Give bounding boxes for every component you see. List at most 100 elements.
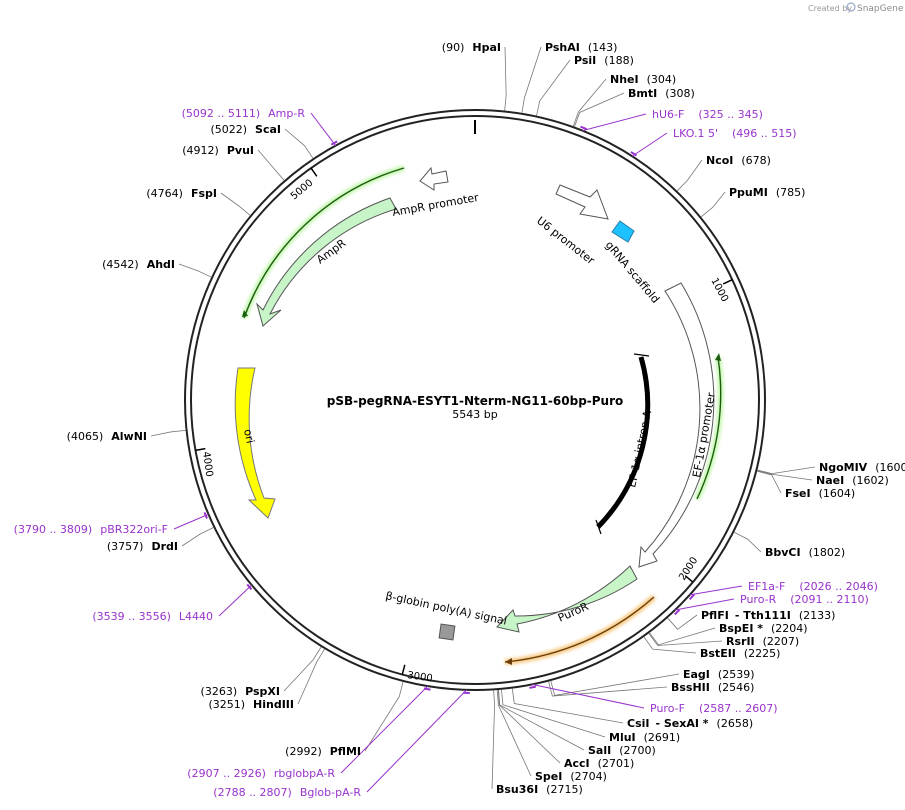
primer-label-10[interactable]: (5092 .. 5111)Amp-R — [182, 107, 306, 120]
primer-label-9[interactable]: (3790 .. 3809)pBR322ori-F — [14, 523, 168, 536]
site-label-21[interactable]: AccI(2701) — [564, 757, 634, 770]
site-label-7[interactable]: PpuMI(785) — [729, 186, 805, 199]
primer-label-4[interactable]: Puro-R(2091 .. 2110) — [740, 593, 869, 606]
site-label-32[interactable]: (5022)ScaI — [210, 123, 281, 136]
site-name: HindIII — [253, 698, 294, 711]
site-name: NaeI — [816, 474, 844, 487]
site-label-12[interactable]: PflFI- Tth111I(2133) — [701, 609, 835, 622]
site-label-11[interactable]: BbvCI(1802) — [765, 546, 845, 559]
site-label-16[interactable]: EagI(2539) — [683, 668, 754, 681]
site-position: (2715) — [546, 783, 583, 796]
site-name: BspEI * — [719, 622, 763, 635]
primer-name: Puro-R — [740, 593, 777, 606]
site-leader-17 — [548, 681, 668, 697]
site-name: ScaI — [255, 123, 281, 136]
site-leader-6 — [676, 159, 703, 192]
feature-ef1a-intron-end-cap — [595, 519, 602, 535]
site-leader-4 — [572, 78, 607, 127]
site-label-14[interactable]: RsrII(2207) — [726, 635, 799, 648]
feature-beta-globin-polya-box[interactable] — [438, 623, 456, 641]
site-name: DrdI — [151, 540, 178, 553]
primer-name: LKO.1 5' — [673, 127, 718, 140]
primer-range: (496 .. 515) — [732, 127, 797, 140]
site-label-23[interactable]: Bsu36I(2715) — [496, 783, 583, 796]
feature-puror-arrow[interactable] — [496, 565, 638, 633]
primer-label-1[interactable]: hU6-F(325 .. 345) — [652, 108, 763, 121]
site-label-18[interactable]: CsiI- SexAI *(2658) — [627, 717, 753, 730]
site-label-31[interactable]: (4912)PvuI — [182, 144, 254, 157]
site-leader-18 — [511, 688, 624, 724]
site-position: (188) — [604, 54, 634, 67]
site-label-8[interactable]: NgoMIV(1600) — [819, 461, 905, 474]
primer-label-3[interactable]: EF1a-F(2026 .. 2046) — [748, 580, 878, 593]
backbone-outer-ring — [184, 109, 766, 691]
site-label-22[interactable]: SpeI(2704) — [535, 770, 607, 783]
primer-label-6[interactable]: (2907 .. 2926)rbglobpA-R — [187, 767, 335, 780]
site-label-2[interactable]: PshAI(143) — [545, 41, 617, 54]
primer-arc-amp — [243, 167, 405, 319]
site-leader-12 — [667, 614, 698, 630]
feature-ampr-arrow[interactable] — [256, 197, 397, 327]
primer-name: EF1a-F — [748, 580, 785, 593]
feature-ampr-promoter-arrow[interactable] — [419, 166, 449, 191]
site-label-26[interactable]: (3263)PspXI — [201, 685, 280, 698]
feature-ef1a-intron-arc[interactable] — [596, 356, 651, 529]
site-label-17[interactable]: BssHII (2546) — [671, 681, 754, 694]
primer-leader-3 — [689, 585, 743, 596]
site-position: (3251) — [208, 698, 245, 711]
site-position: (304) — [647, 73, 677, 86]
site-label-10[interactable]: FseI(1604) — [785, 487, 855, 500]
site-name: MluI — [609, 731, 636, 744]
primer-label-5[interactable]: Puro-F(2587 .. 2607) — [650, 702, 778, 715]
primer-mark-5 — [529, 685, 537, 689]
primer-label-7[interactable]: (2788 .. 2807)Bglob-pA-R — [213, 786, 361, 799]
primer-name: Puro-F — [650, 702, 685, 715]
feature-ori-arrow[interactable] — [234, 367, 276, 519]
site-leader-11 — [734, 531, 762, 553]
feature-u6-promoter-arrow[interactable] — [555, 184, 609, 220]
feature-ef1a-intron-start-cap — [633, 353, 650, 357]
site-label-25[interactable]: (3251) HindIII — [208, 698, 294, 711]
feature-ef1a-promoter-arrow[interactable] — [638, 282, 715, 568]
site-label-1[interactable]: (90)HpaI — [442, 41, 501, 54]
site-label-6[interactable]: NcoI(678) — [706, 154, 771, 167]
site-leader-7 — [700, 191, 726, 218]
site-position: (2691) — [644, 731, 681, 744]
site-leader-31 — [257, 149, 285, 181]
site-label-15[interactable]: BstEII(2225) — [700, 647, 780, 660]
site-label-29[interactable]: (4542)AhdI — [102, 258, 175, 271]
site-label-9[interactable]: NaeI(1602) — [816, 474, 889, 487]
site-position: (143) — [588, 41, 618, 54]
site-labels: (90)HpaI PshAI(143)PsiI(188) NheI(304)BmtI… — [14, 41, 905, 799]
site-label-30[interactable]: (4764)FspI — [146, 187, 217, 200]
feature-ef1a-promoter-label: EF-1α promoter — [690, 391, 718, 478]
feature-ori-label: ori — [241, 428, 257, 445]
site-position: (2992) — [285, 745, 322, 758]
site-name: AccI — [564, 757, 590, 770]
site-label-19[interactable]: MluI (2691) — [609, 731, 680, 744]
primer-label-2[interactable]: LKO.1 5' (496 .. 515) — [673, 127, 797, 140]
site-position: (2546) — [718, 681, 755, 694]
site-label-24[interactable]: (2992)PflMI — [285, 745, 361, 758]
site-name: BbvCI — [765, 546, 801, 559]
site-label-27[interactable]: (3757)DrdI — [107, 540, 178, 553]
primer-arrowhead-ef1a — [715, 353, 721, 361]
site-label-5[interactable]: BmtI(308) — [628, 87, 695, 100]
site-label-3[interactable]: PsiI(188) — [574, 54, 634, 67]
primer-mark-3 — [688, 593, 695, 601]
primer-label-8[interactable]: (3539 .. 3556)L4440 — [92, 610, 213, 623]
scale-tick-2 — [684, 575, 694, 583]
primer-leader-6 — [340, 685, 429, 774]
primer-name: pBR322ori-F — [100, 523, 168, 536]
site-label-28[interactable]: (4065)AlwNI — [67, 430, 147, 443]
site-label-4[interactable]: NheI(304) — [610, 73, 676, 86]
site-name: BssHII — [671, 681, 710, 694]
site-label-20[interactable]: SalI(2700) — [588, 744, 656, 757]
site-label-13[interactable]: BspEI *(2204) — [719, 622, 808, 635]
scale-tick-3 — [401, 664, 406, 675]
feature-grna-scaffold-arrow[interactable] — [611, 220, 635, 243]
site-position: (2207) — [763, 635, 800, 648]
primer-leader-1 — [582, 113, 647, 132]
site-leader-24 — [364, 681, 404, 752]
